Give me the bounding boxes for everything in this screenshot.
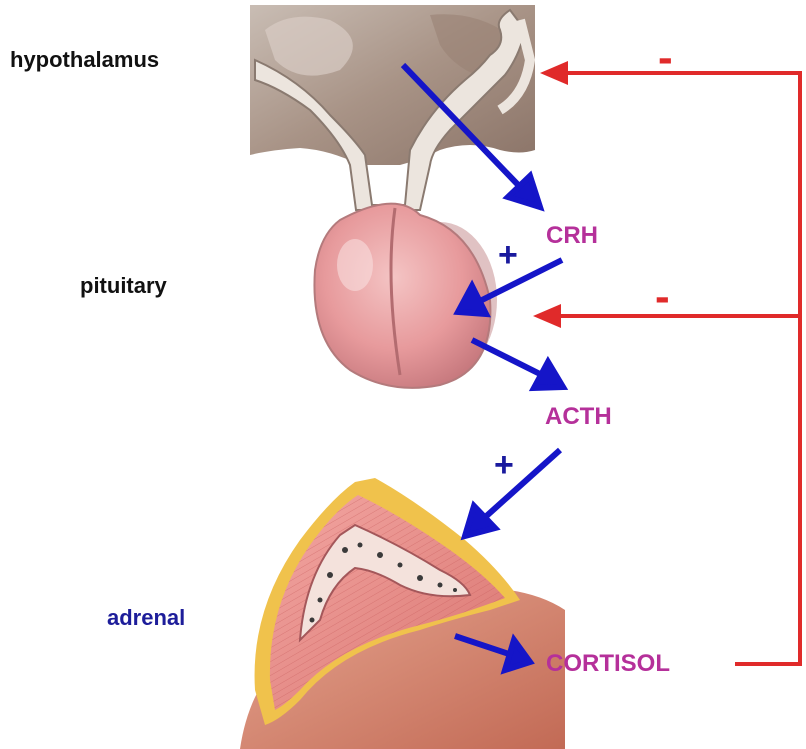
plus-sign-acth: + bbox=[494, 448, 514, 482]
hypothalamus-illustration bbox=[250, 5, 535, 210]
adrenal-illustration bbox=[240, 478, 565, 749]
feedback-line-cortisol bbox=[565, 73, 800, 664]
label-adrenal: adrenal bbox=[107, 605, 185, 631]
minus-sign-pituitary: - bbox=[655, 275, 670, 319]
label-pituitary: pituitary bbox=[80, 273, 167, 299]
label-cortisol: CORTISOL bbox=[546, 650, 670, 678]
minus-sign-hypothalamus: - bbox=[658, 36, 673, 80]
label-crh: CRH bbox=[546, 222, 598, 250]
arrow-pituitary-to-acth bbox=[472, 340, 548, 378]
plus-sign-crh: + bbox=[498, 238, 518, 272]
label-acth: ACTH bbox=[545, 403, 612, 431]
feedback-arrowhead-pituitary bbox=[533, 304, 561, 328]
feedback-arrowhead-hypothalamus bbox=[540, 61, 568, 85]
label-hypothalamus: hypothalamus bbox=[10, 47, 159, 73]
feedback-lines bbox=[558, 73, 800, 664]
